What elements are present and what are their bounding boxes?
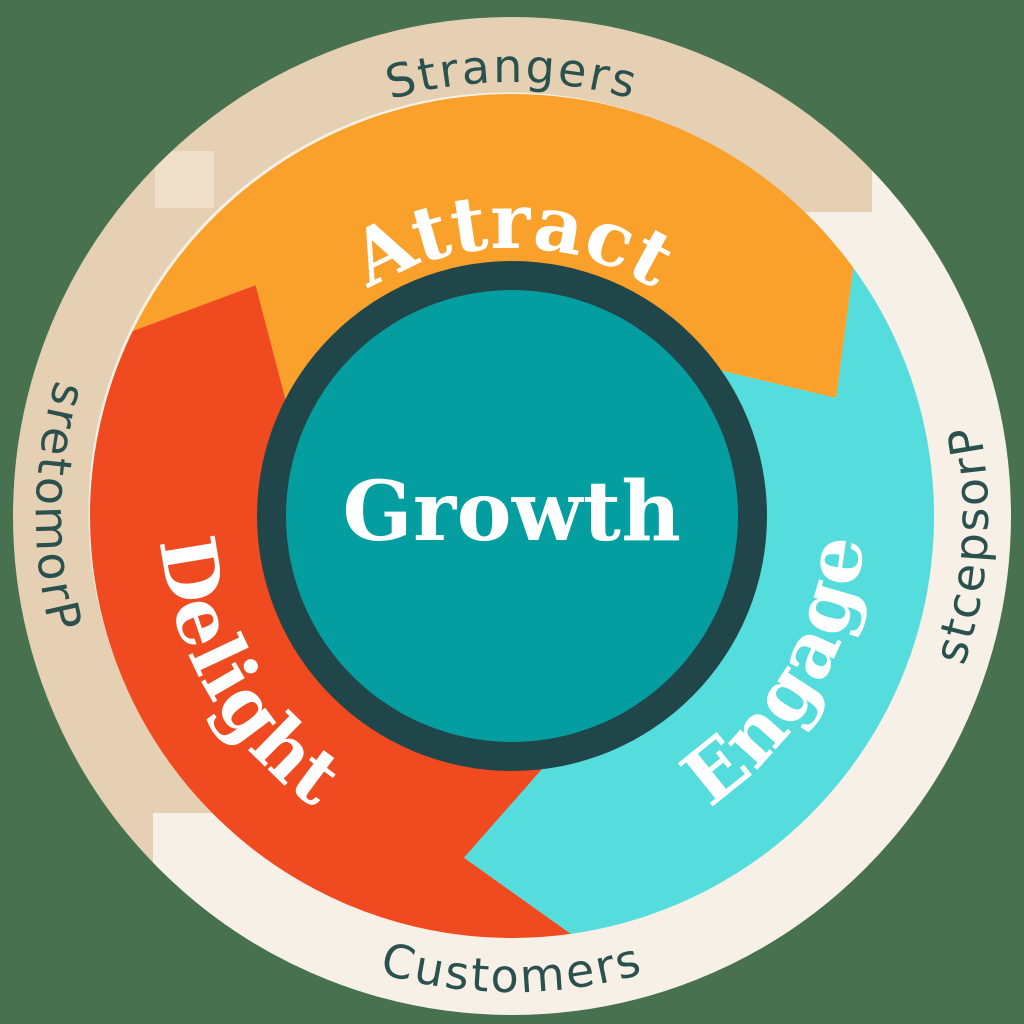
center-label-growth: Growth	[342, 464, 681, 560]
hub-circle	[286, 290, 738, 742]
segment-engage	[464, 267, 935, 934]
outer-ring-tan-arc	[11, 15, 873, 864]
segment-attract	[132, 93, 854, 407]
segment-delight	[89, 285, 571, 939]
outer-ring-notch	[155, 151, 214, 208]
